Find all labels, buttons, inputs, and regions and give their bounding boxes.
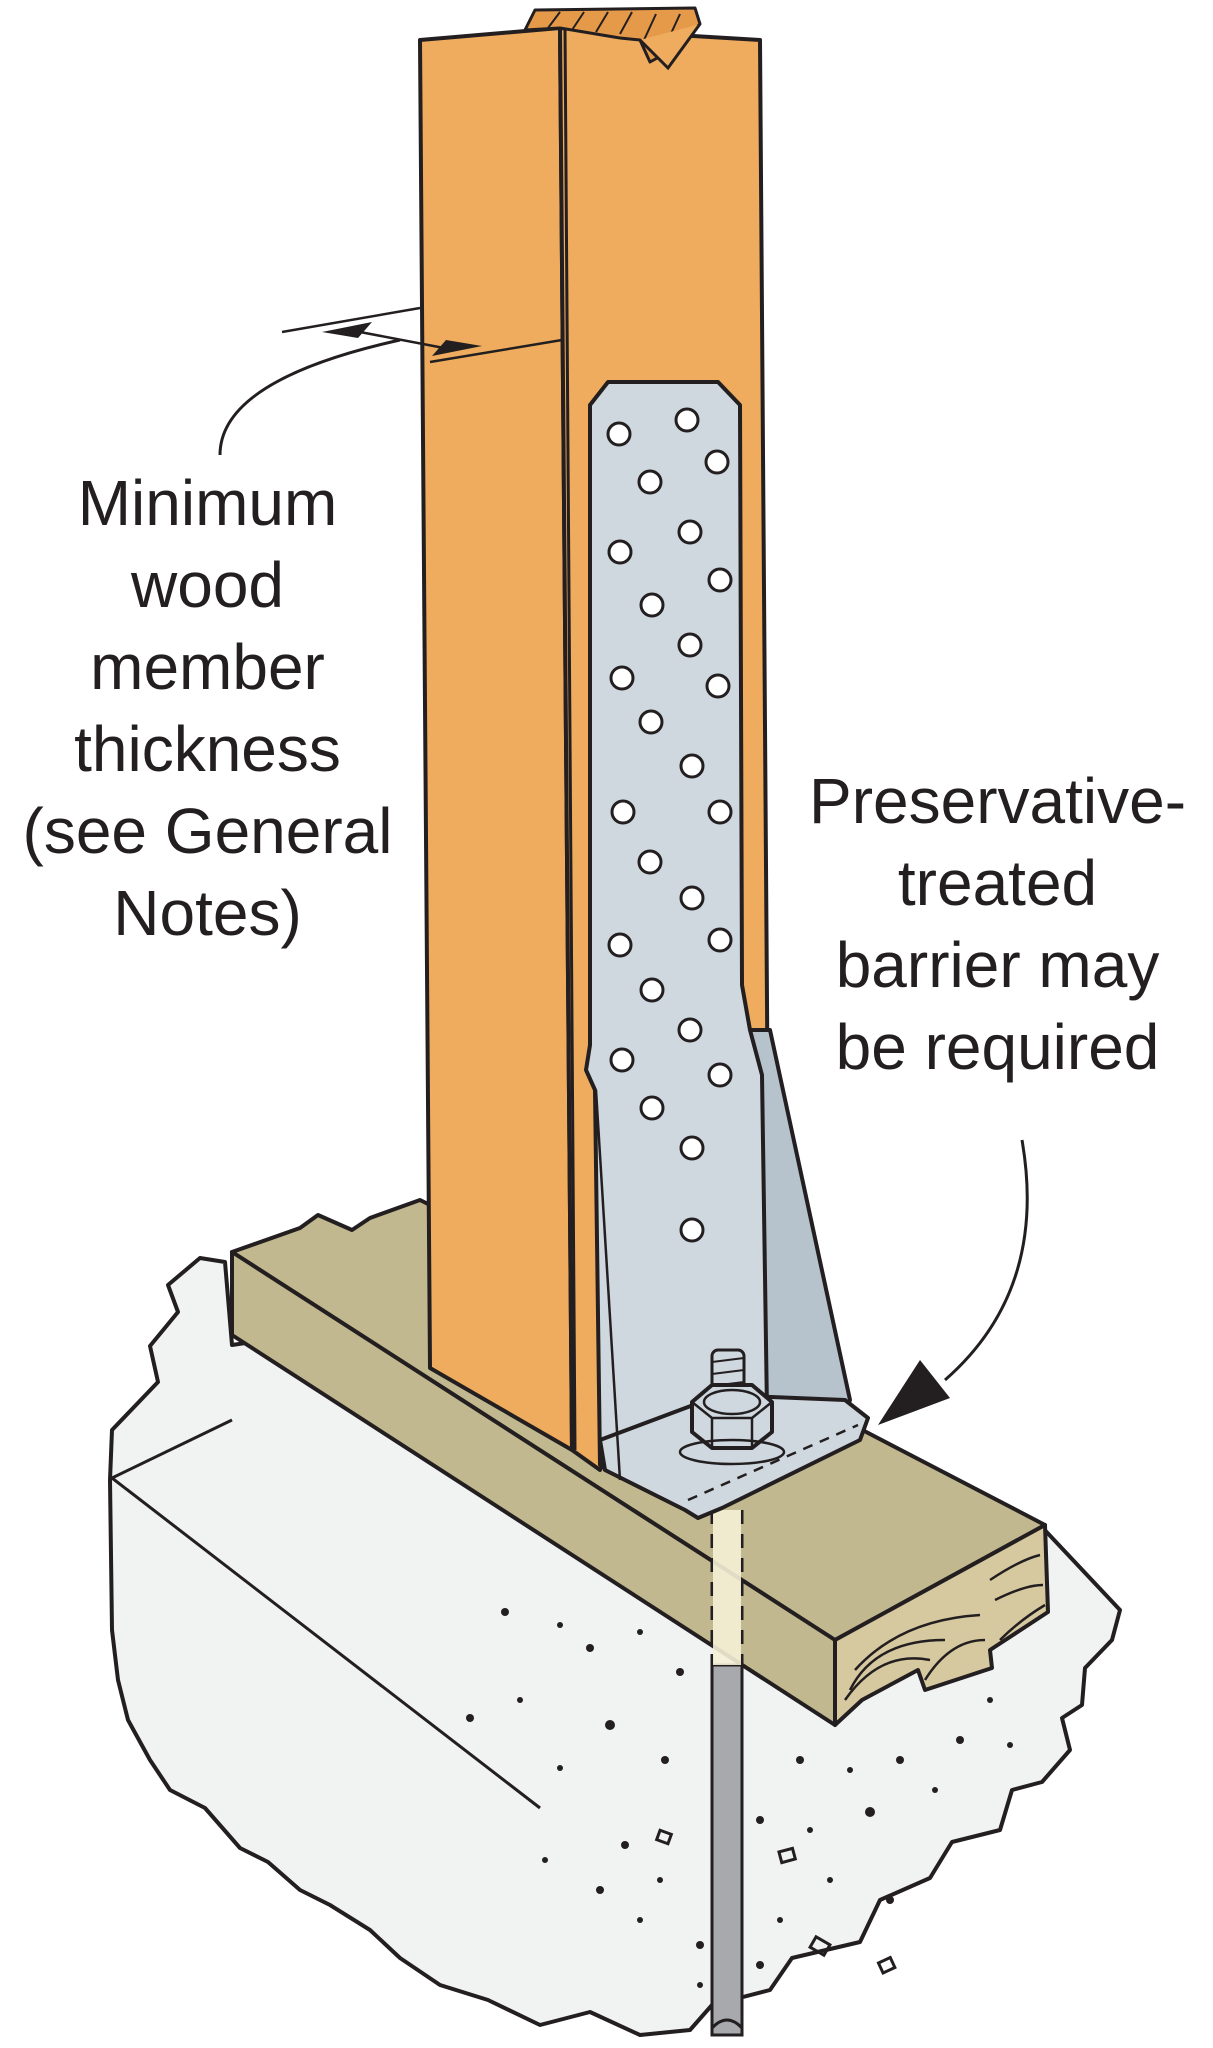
thickness-dimension <box>218 306 563 456</box>
end-grain-lines <box>843 1553 1046 1701</box>
nail-hole-icon <box>639 592 665 618</box>
label-minimum-thickness: Minimum wood member thickness (see Gener… <box>0 462 415 954</box>
nail-hole-icon <box>679 1135 705 1161</box>
anchor-rod <box>710 1663 744 2037</box>
label-line: thickness <box>74 713 341 785</box>
label-preservative-barrier: Preservative- treated barrier may be req… <box>782 760 1213 1088</box>
label-line: Preservative- <box>809 765 1186 837</box>
post-split-notch <box>638 23 702 71</box>
nail-hole-icon <box>707 799 733 825</box>
label-line: member <box>90 631 325 703</box>
nail-hole-icon <box>679 753 705 779</box>
nail-hole-icon <box>606 421 632 447</box>
nail-hole-icon <box>637 469 663 495</box>
anchor-rod-shaft <box>710 1663 744 2037</box>
nail-hole-icon <box>637 849 663 875</box>
strap-edge-fold <box>594 1089 622 1481</box>
nail-hole-icon <box>677 632 703 658</box>
nail-hole-icon <box>679 1217 705 1243</box>
nail-hole-icon <box>677 519 703 545</box>
label-line: barrier may <box>835 929 1160 1001</box>
nail-hole-icon <box>705 673 731 699</box>
leader-arrow-icon <box>878 1360 950 1425</box>
leader-line-thickness <box>218 338 401 456</box>
nail-hole-icon <box>639 977 665 1003</box>
concrete-foundation <box>108 1256 1122 2037</box>
nail-hole-icon <box>707 927 733 953</box>
label-line: (see General <box>22 795 393 867</box>
label-line: Notes) <box>113 877 302 949</box>
nail-hole-icon <box>704 449 730 475</box>
leader-line-barrier <box>944 1139 1029 1382</box>
nail-hole-icon <box>609 665 635 691</box>
rod-sleeve <box>713 1510 741 1665</box>
anchor-rod-break <box>710 2018 744 2030</box>
nail-hole-icon <box>607 932 633 958</box>
hex-nut-icon <box>690 1383 774 1450</box>
post-left-face <box>418 26 574 1452</box>
dimension-arrow-icon <box>322 322 372 338</box>
post-check-line <box>563 27 577 1451</box>
label-line: wood <box>131 549 284 621</box>
dimension-arrow-icon <box>432 340 482 356</box>
nail-hole-icon <box>707 1062 733 1088</box>
nail-hole-icon <box>638 709 664 735</box>
strap-base-fold <box>687 1423 859 1502</box>
concrete-edge <box>111 1476 541 1810</box>
nail-hole-icon <box>707 567 733 593</box>
steel-strap-connector <box>584 380 870 1520</box>
nail-hole-icon <box>679 885 705 911</box>
nail-hole-icon <box>677 1017 703 1043</box>
concrete-top-edge <box>111 1418 233 1480</box>
nail-hole-icon <box>610 799 636 825</box>
barrier-leader <box>878 1139 1029 1425</box>
washer <box>678 1438 786 1466</box>
sill-plate-end <box>833 1523 1050 1727</box>
nail-hole-icon <box>607 539 633 565</box>
nail-hole-icon <box>609 1047 635 1073</box>
label-line: Minimum <box>77 467 338 539</box>
nail-hole-icon <box>639 1095 665 1121</box>
anchor-bolt-nut <box>678 1348 786 1466</box>
strap-base-seat <box>598 1393 870 1520</box>
label-line: treated <box>897 847 1098 919</box>
nail-hole-icon <box>674 407 700 433</box>
label-line: be required <box>835 1011 1160 1083</box>
nail-holes <box>606 407 733 1243</box>
